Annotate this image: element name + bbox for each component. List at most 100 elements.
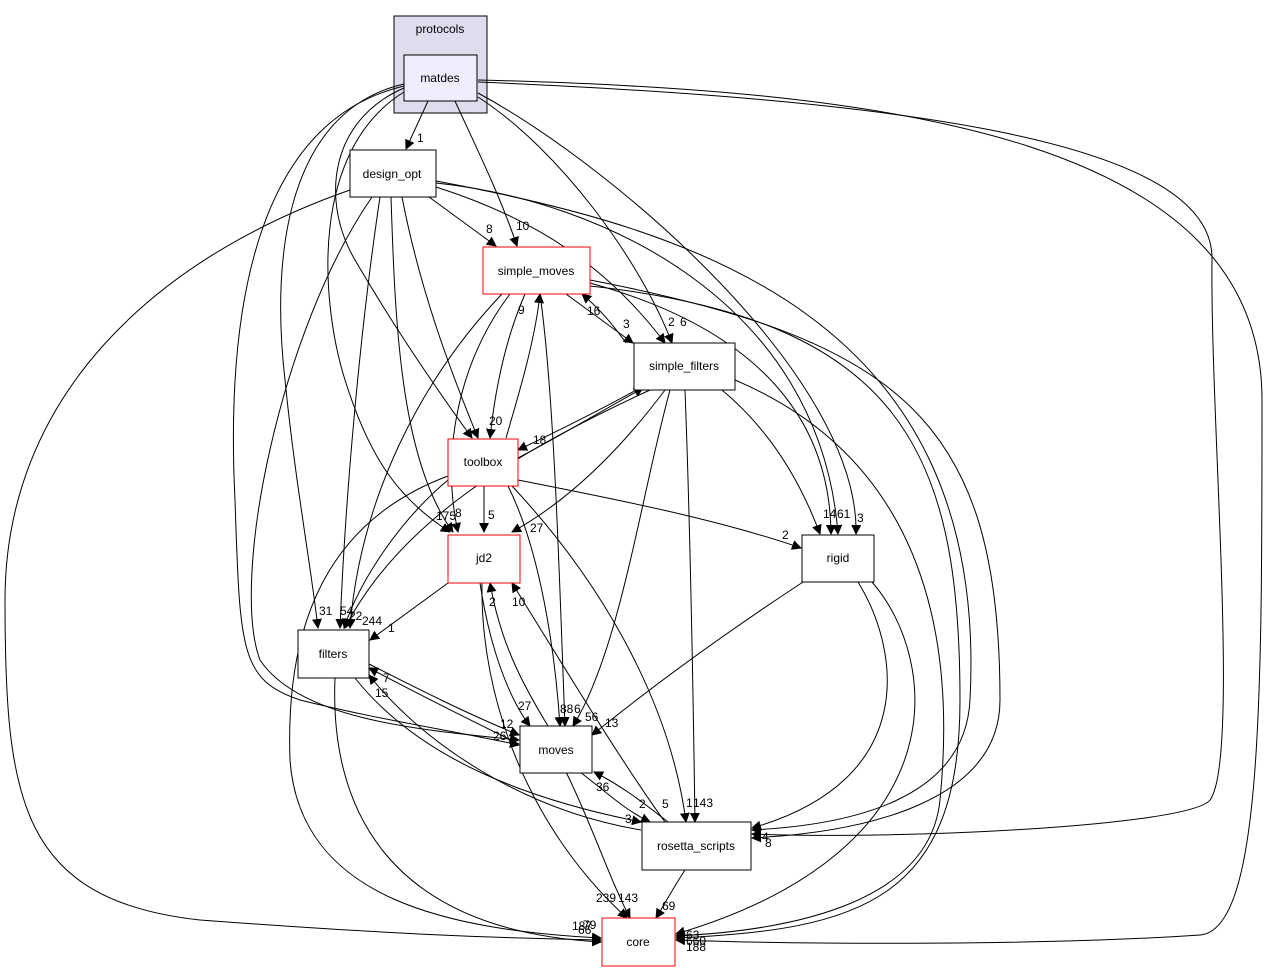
edge-toolbox-core: [289, 475, 602, 943]
edge-toolbox-moves: [507, 485, 565, 727]
edge-jd2-core: [481, 582, 628, 919]
edge-label: 4: [762, 830, 769, 844]
edge-label: 15: [375, 686, 389, 700]
edge-label: 1: [388, 621, 395, 635]
edge-label: 10: [516, 219, 530, 233]
edge-simple_filters-toolbox: [517, 387, 641, 451]
node-label: rosetta_scripts: [657, 839, 735, 853]
edge-label: 2: [782, 528, 789, 542]
edge-simple_moves-moves: [539, 293, 570, 727]
edge-matdes-design_opt: [405, 100, 429, 150]
edge-rigid-moves: [591, 581, 804, 736]
node-label: jd2: [475, 551, 492, 565]
edge-matdes-simple_moves: [454, 100, 519, 247]
edge-label: 88: [560, 702, 574, 716]
edge-labels: 1 10 8 2 6 9 16 3 20 18 175 8 5 27 2 14 …: [319, 131, 864, 954]
edge-label: 12: [500, 717, 514, 731]
edge-label: 20: [489, 414, 503, 428]
edge-label: 5: [488, 508, 495, 522]
edge-label: 143: [618, 891, 638, 905]
edge-simple_filters-moves: [572, 389, 671, 727]
edge-label: 8: [765, 836, 772, 850]
edge-matdes-filters: [280, 83, 405, 629]
edge-rigid-core: [675, 581, 916, 937]
node-label: rigid: [827, 551, 850, 565]
edge-label: 7: [383, 671, 390, 685]
edge-moves-rosetta_scripts: [579, 771, 651, 823]
node-rigid[interactable]: rigid: [801, 534, 875, 583]
edge-label: 8: [486, 222, 493, 236]
edge-simple_filters-rigid: [721, 389, 822, 535]
edge-simple_moves-rosetta_scripts: [589, 279, 1001, 843]
edge-simple_moves-simple_filters: [565, 293, 634, 344]
edge-label: 10: [512, 595, 526, 609]
edge-matdes-core: [477, 79, 1263, 946]
edge-label: 3: [857, 511, 864, 525]
edge-filters-moves: [368, 663, 520, 737]
node-design_opt[interactable]: design_opt: [349, 149, 437, 198]
edge-simple_filters-jd2: [511, 389, 666, 533]
edge-label: 63: [686, 928, 700, 942]
edge-design_opt-rosetta_scripts: [435, 180, 972, 835]
edge-matdes-rosetta_scripts: [477, 81, 1224, 840]
node-label: moves: [538, 743, 573, 757]
node-label: toolbox: [464, 455, 503, 469]
edge-toolbox-filters: [342, 479, 449, 629]
edge-design_opt-moves: [250, 196, 520, 745]
edge-jd2-filters: [369, 582, 449, 641]
node-jd2[interactable]: jd2: [447, 534, 521, 584]
edge-label: 3: [625, 812, 632, 826]
edge-rosetta_scripts-jd2: [511, 582, 666, 823]
edge-label: 6: [680, 315, 687, 329]
cluster-label: protocols: [416, 22, 465, 36]
edge-label: 1: [417, 131, 424, 145]
node-toolbox[interactable]: toolbox: [447, 438, 519, 487]
edge-simple_filters-core: [675, 379, 945, 941]
edge-rosetta_scripts-moves: [593, 771, 669, 823]
edge-simple_filters-filters: [344, 389, 651, 629]
edge-label: 2: [639, 797, 646, 811]
node-filters[interactable]: filters: [297, 629, 370, 679]
node-simple_moves[interactable]: simple_moves: [482, 246, 591, 295]
edge-simple_moves-rigid: [589, 282, 836, 535]
edge-matdes-simple_filters: [477, 96, 674, 344]
edge-moves-core: [565, 771, 631, 919]
edge-rosetta_scripts-filters: [368, 674, 642, 831]
node-matdes[interactable]: matdes: [403, 54, 478, 102]
edge-matdes-toolbox: [335, 87, 473, 439]
node-core[interactable]: core: [601, 917, 676, 967]
edge-matdes-rigid: [477, 92, 862, 535]
node-label: core: [626, 935, 650, 949]
edge-label: 27: [518, 699, 532, 713]
nodes: matdes design_opt simple_moves simple_fi…: [297, 54, 875, 967]
node-label: matdes: [420, 71, 459, 85]
edge-label: 175: [436, 509, 456, 523]
edge-label: 22: [349, 609, 363, 623]
node-label: simple_moves: [498, 264, 575, 278]
edge-simple_filters-rosetta_scripts: [684, 389, 700, 823]
edge-design_opt-toolbox: [401, 196, 480, 439]
edge-label: 26: [493, 729, 507, 743]
node-moves[interactable]: moves: [519, 725, 593, 774]
edge-simple_moves-core: [589, 285, 961, 943]
edge-label: 69: [662, 899, 676, 913]
edge-jd2-moves: [479, 582, 531, 727]
edge-label: 5: [662, 797, 669, 811]
edge-label: 660: [686, 934, 706, 948]
edge-moves-filters: [368, 667, 520, 745]
node-rosetta_scripts[interactable]: rosetta_scripts: [641, 821, 752, 871]
edge-design_opt-core: [4, 189, 602, 945]
edge-moves-jd2: [486, 582, 549, 727]
edge-design_opt-jd2: [390, 196, 454, 533]
edge-simple_moves-jd2: [451, 293, 511, 533]
edge-rigid-rosetta_scripts: [751, 581, 888, 831]
edges: [4, 79, 1263, 947]
node-simple_filters[interactable]: simple_filters: [633, 342, 736, 391]
edge-label: 14: [823, 507, 837, 521]
edge-label: 8: [455, 506, 462, 520]
edge-toolbox-simple_moves: [505, 293, 544, 439]
edge-label: 16: [587, 304, 601, 318]
edge-toolbox-rosetta_scripts: [511, 485, 690, 823]
edge-label: 1: [686, 796, 693, 810]
